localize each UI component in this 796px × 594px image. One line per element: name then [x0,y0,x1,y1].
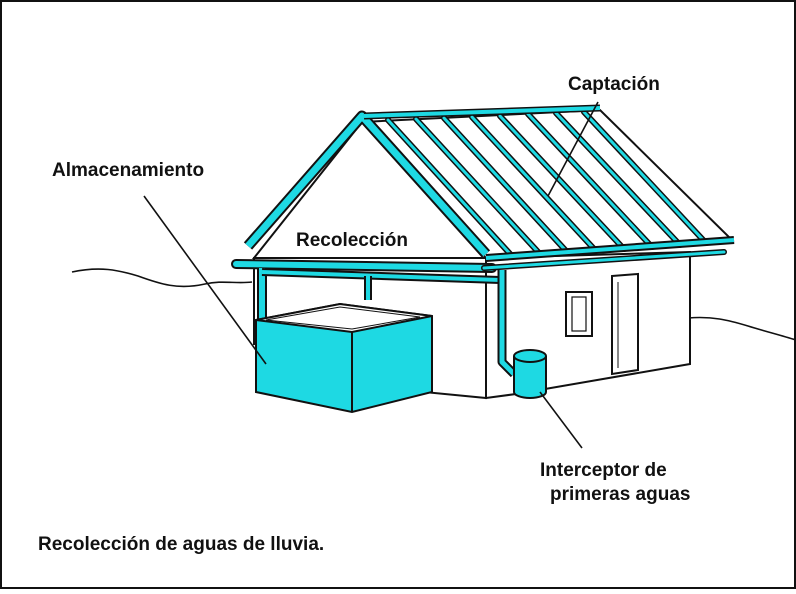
storage-tank [255,302,433,414]
roof-panels [385,109,709,259]
collection-pipes [257,268,518,378]
label-captacion: Captación [568,74,660,95]
terrain-line-left [71,268,253,288]
leader-line-captacion [547,101,599,197]
label-recoleccion: Recolección [296,230,408,251]
diagram-caption: Recolección de aguas de lluvia. [38,534,324,555]
roof-bargeboards [243,104,735,262]
first-flush-interceptor [513,349,547,399]
label-interceptor-line2: primeras aguas [550,484,690,505]
house-door [611,272,639,376]
label-interceptor-line1: Interceptor de [540,460,667,481]
label-almacenamiento: Almacenamiento [52,160,204,181]
leader-line-almacenamiento [143,195,267,365]
gutter [231,249,727,273]
terrain-line-right [687,316,796,341]
house-window [565,291,593,337]
leader-line-interceptor [539,391,583,449]
